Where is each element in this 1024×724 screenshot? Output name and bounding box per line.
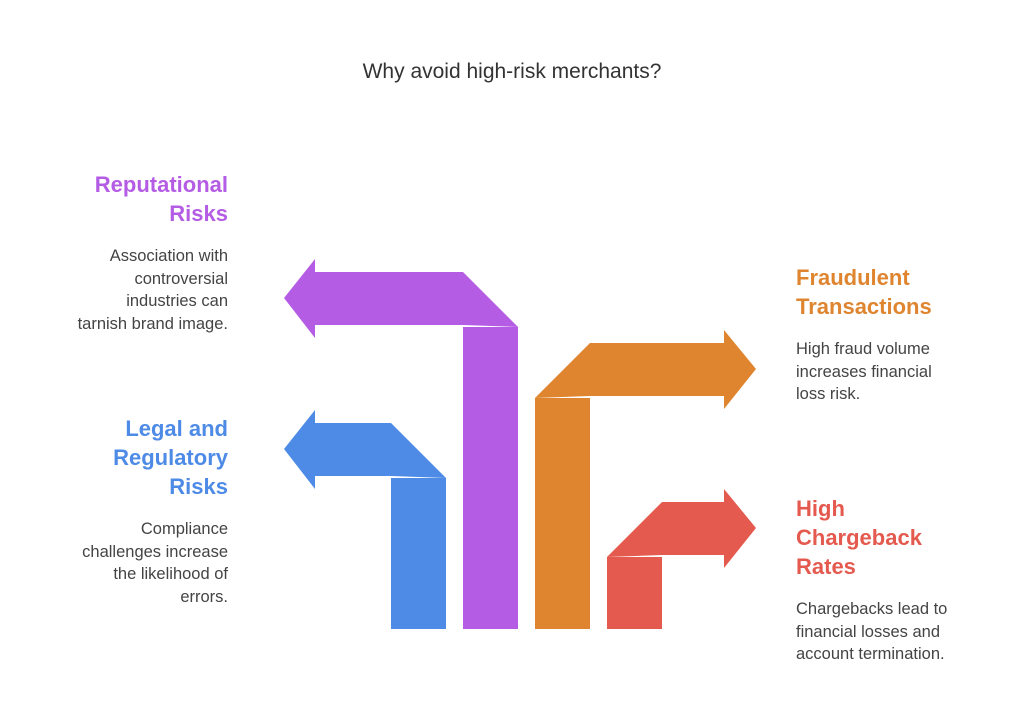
legal-arrow [284,410,446,629]
chargeback-desc-line: Chargebacks lead to [796,600,948,618]
fraud-arrow-head [535,330,756,409]
reputational-title-line: Risks [169,201,228,226]
reputational-desc-line: controversial [134,269,228,288]
fraud-arrow [535,330,756,629]
legal-desc-line: errors. [180,587,228,606]
legal-desc-line: challenges increase [82,542,228,561]
reputational-description: Association with controversial industrie… [0,245,228,335]
legal-description: Compliance challenges increase the likel… [0,518,228,608]
reputational-desc-line: Association with [109,247,228,265]
legal-arrow-stem [391,478,446,629]
diagram-title: Why avoid high-risk merchants? [362,60,662,83]
chargeback-arrow-head [607,489,756,568]
fraud-block: Fraudulent Transactions High fraud volum… [796,263,986,406]
fraud-desc-line: High fraud volume [796,340,930,358]
reputational-arrow [284,259,518,629]
reputational-arrow-head [284,259,518,338]
legal-arrow-head [284,410,446,489]
chargeback-desc-line: account termination. [796,645,945,663]
legal-desc-line: Compliance [140,520,228,538]
fraud-title-line: Fraudulent [796,265,910,290]
legal-title-line: Risks [169,474,228,499]
legal-block: Legal and Regulatory Risks Compliance ch… [0,414,228,608]
chargeback-title: High Chargeback Rates [796,494,996,581]
fraud-desc-line: increases financial [796,362,932,381]
chargeback-arrow [607,489,756,629]
reputational-desc-line: industries can [126,292,228,310]
chargeback-block: High Chargeback Rates Chargebacks lead t… [796,494,996,666]
legal-desc-line: the likelihood of [113,565,228,583]
legal-title-line: Legal and [125,416,228,441]
reputational-block: Reputational Risks Association with cont… [0,170,228,335]
fraud-desc-line: loss risk. [796,385,861,403]
fraud-description: High fraud volume increases financial lo… [796,338,986,406]
chargeback-title-line: Rates [796,554,856,579]
chargeback-desc-line: financial losses and [796,622,941,641]
reputational-title: Reputational Risks [0,170,228,228]
chargeback-title-line: Chargeback [796,525,922,550]
reputational-arrow-stem [463,327,518,629]
fraud-title-line: Transactions [796,294,932,319]
chargeback-arrow-stem [607,557,662,629]
chargeback-description: Chargebacks lead to financial losses and… [796,598,996,666]
fraud-arrow-stem [535,398,590,629]
reputational-desc-line: tarnish brand image. [77,314,228,333]
legal-title-line: Regulatory [113,445,228,470]
reputational-title-line: Reputational [94,172,228,197]
chargeback-title-line: High [796,496,845,521]
legal-title: Legal and Regulatory Risks [0,414,228,501]
fraud-title: Fraudulent Transactions [796,263,986,321]
